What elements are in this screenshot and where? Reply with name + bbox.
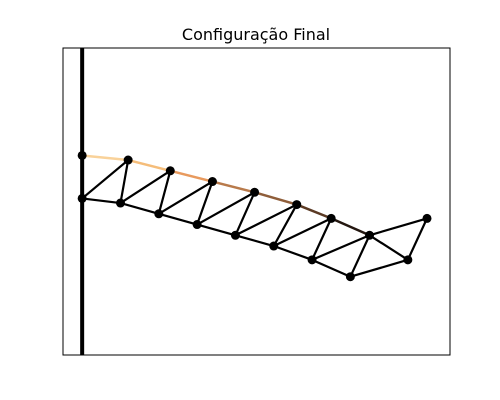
truss-node [307,255,317,265]
truss-member [310,217,333,261]
truss-node [345,272,355,282]
truss-member [81,158,130,200]
truss-member [119,201,160,215]
chart-title: Configuração Final [182,25,330,44]
truss-member [272,244,314,261]
truss-node [292,200,302,210]
truss-node [403,255,413,265]
truss-member [406,217,429,261]
truss-member [157,212,199,226]
truss-member [310,234,371,261]
axes-frame [62,47,451,356]
truss-member [368,217,429,237]
top-chord-segment [329,217,371,237]
truss-member [234,203,298,237]
top-chord-segment [126,158,172,173]
top-chord-segment [80,154,130,162]
truss-member [196,180,214,226]
truss-node [326,213,336,223]
truss-member [81,197,122,205]
top-chord-segment [295,203,333,220]
truss-member [119,158,130,205]
truss-node [192,220,202,230]
truss-member [234,234,275,248]
truss-member [272,217,333,248]
truss-node [123,155,133,165]
truss-node [77,150,87,160]
truss-node [365,230,375,240]
truss-node [77,193,87,203]
plot-area [62,47,451,356]
truss-member [349,234,371,278]
truss-member [119,169,172,205]
top-chord-segment [253,191,298,206]
truss-member [196,191,256,226]
truss-node [269,241,279,251]
truss-member [349,258,409,278]
truss-member [234,191,256,237]
truss-node [230,230,240,240]
truss-member [272,203,298,248]
truss-member [368,234,409,261]
truss-node [422,213,432,223]
truss-node [250,187,260,197]
truss-member [157,169,172,215]
top-chord-segment [169,169,214,183]
truss-member [310,258,352,278]
truss-node [154,209,164,219]
truss-member [196,223,237,237]
truss-member [157,180,214,215]
top-chord-segment [211,180,256,194]
truss-node [165,166,175,176]
truss-node [207,177,217,187]
truss-node [115,198,125,208]
